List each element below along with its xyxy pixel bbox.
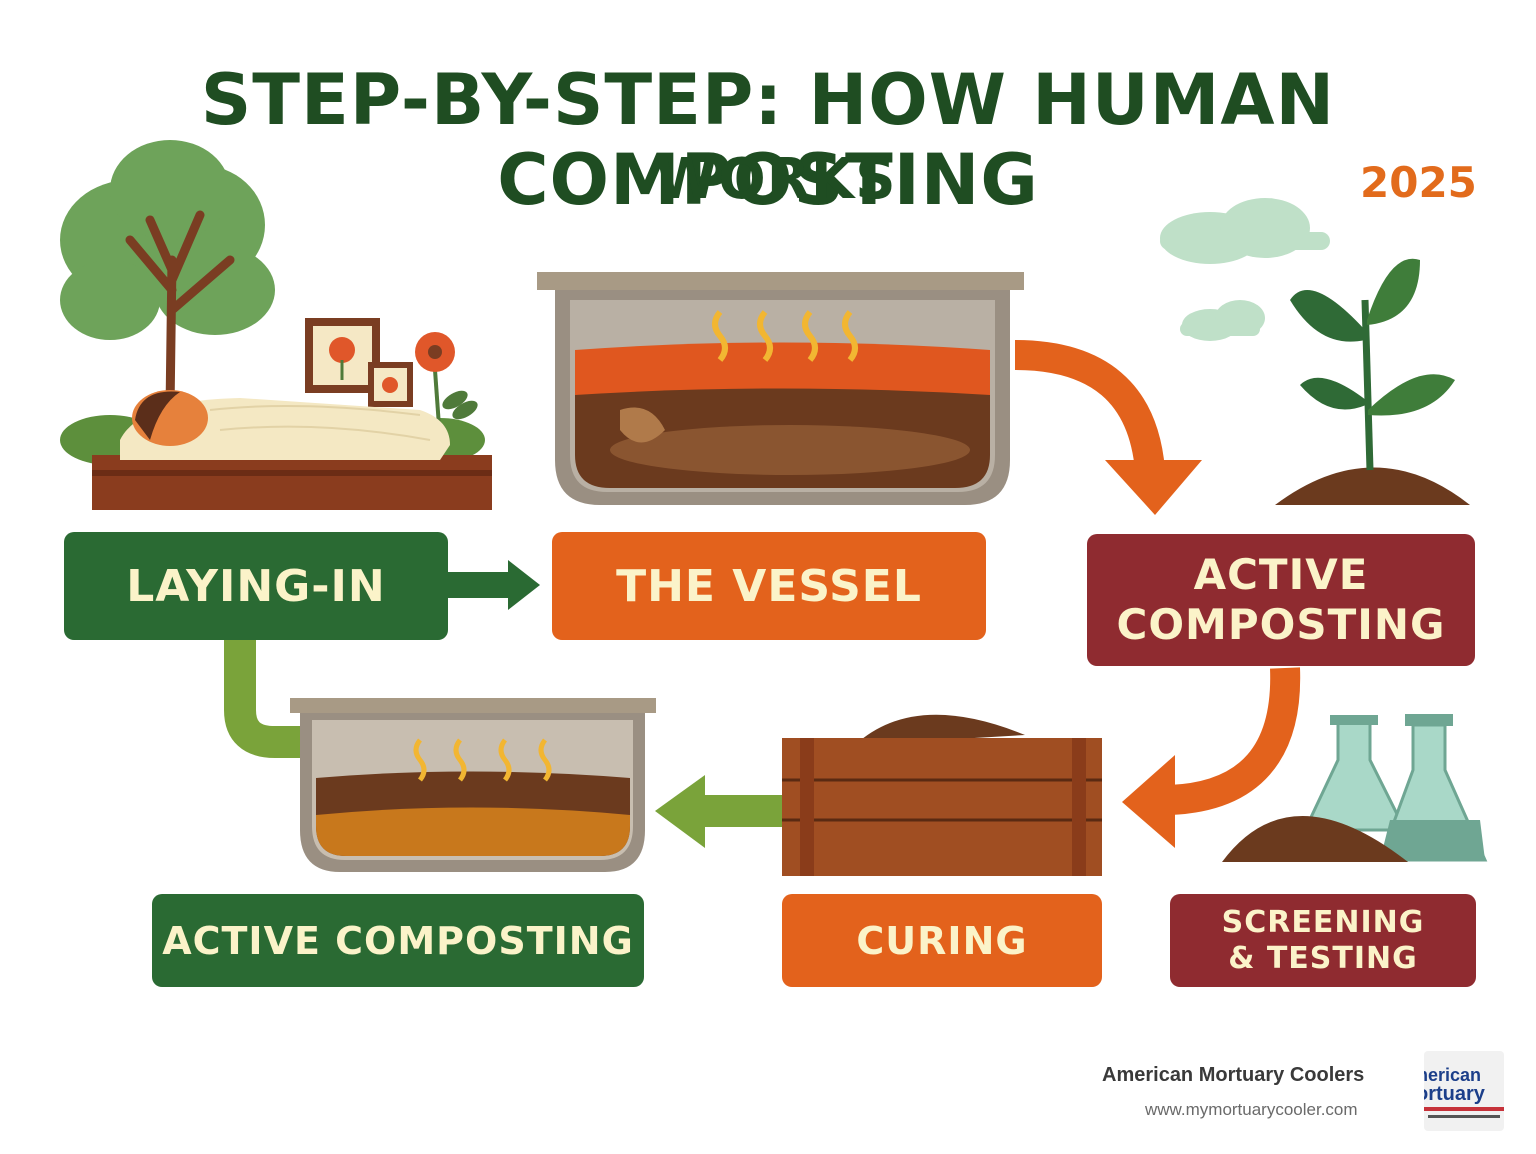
step-label-the-vessel: THE VESSEL	[552, 532, 986, 640]
page-title-continuation: WORKS	[655, 147, 897, 212]
plant-icon	[1275, 258, 1470, 505]
flask-icon	[1302, 714, 1488, 862]
crate-icon	[782, 714, 1102, 876]
step-label-active-composting-final: ACTIVE COMPOSTING	[152, 894, 644, 987]
body-on-bed-icon	[92, 390, 492, 510]
cloud-icon	[1160, 198, 1330, 264]
vessel-icon	[290, 698, 656, 872]
page-title: STEP-BY-STEP: HOW HUMAN COMPOSTING	[200, 59, 1336, 221]
step-label-active-composting: ACTIVE COMPOSTING	[1087, 534, 1475, 666]
step-label-text: ACTIVE COMPOSTING	[1116, 550, 1446, 649]
company-logo: merican ortuary	[1424, 1051, 1504, 1131]
footer-url[interactable]: www.mymortuarycooler.com	[1145, 1100, 1358, 1119]
step-label-text: ACTIVE COMPOSTING	[162, 918, 634, 963]
step-label-curing: CURING	[782, 894, 1102, 987]
picture-frame-icon	[305, 318, 413, 407]
footer-brand: American Mortuary Coolers	[1102, 1064, 1365, 1086]
step-label-laying-in: LAYING-IN	[64, 532, 448, 640]
arrow-active-composting-to-screening	[1122, 667, 1301, 848]
arrow-vessel-to-active-composting	[1014, 340, 1202, 515]
tree-icon	[60, 140, 275, 415]
step-label-text: LAYING-IN	[126, 560, 386, 612]
arrow-laying-in-to-vessel	[440, 560, 540, 610]
vessel-icon	[537, 272, 1024, 505]
step-label-text: THE VESSEL	[616, 560, 922, 612]
flower-icon	[415, 332, 478, 441]
step-label-text: CURING	[856, 918, 1028, 963]
cloud-icon	[1180, 300, 1265, 341]
year-badge: 2025	[1360, 158, 1477, 207]
step-label-text: SCREENING & TESTING	[1221, 904, 1425, 976]
step-label-screening-testing: SCREENING & TESTING	[1170, 894, 1476, 987]
arrow-laying-in-loop	[224, 640, 300, 758]
arrow-curing-to-active-composting	[655, 775, 782, 848]
soil-pile-icon	[1222, 816, 1408, 862]
